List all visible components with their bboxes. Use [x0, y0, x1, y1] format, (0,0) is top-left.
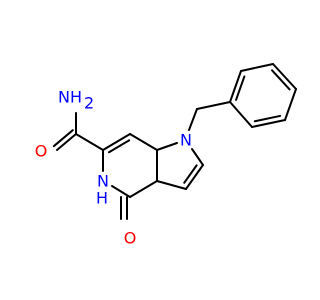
bond-camide-o-inner	[52, 129, 74, 148]
bonds	[52, 63, 297, 220]
bond-c3a-c4	[129, 180, 158, 198]
bond-b4-b5	[272, 63, 297, 90]
bond-camide-o	[56, 133, 77, 151]
bond-b6-b1	[229, 70, 242, 103]
bond-c7-c7a	[129, 133, 158, 151]
bond-n1-c2	[191, 148, 204, 166]
bond-b5-b6	[240, 63, 274, 72]
bond-n1-ch2	[188, 108, 198, 131]
bond-c6-c7-inner	[107, 139, 131, 154]
amide-nh2-subscript: 2	[84, 94, 94, 113]
bond-c2-c3	[185, 164, 204, 190]
bond-b1-b2	[229, 101, 253, 128]
bond-c3-c3a	[156, 180, 187, 190]
bond-c4-n5	[111, 185, 131, 198]
amide-nh2-label: NH	[58, 88, 82, 107]
bond-c6-c7	[102, 133, 131, 151]
bond-b3-b4	[284, 88, 297, 121]
bond-ch2-ring	[196, 101, 231, 110]
pyrrole-n-label: N	[180, 131, 192, 150]
bond-b6-b1-inner	[235, 75, 246, 101]
bond-b2-b3	[251, 119, 286, 128]
ring-nh-n-label: N	[97, 172, 109, 191]
amide-oxygen-label: O	[35, 142, 48, 161]
ring-nh-h-label: H	[96, 189, 108, 208]
bond-c7a-n1	[156, 142, 178, 151]
bond-b4-b5-inner	[271, 69, 291, 91]
bond-b2-b3-inner	[253, 114, 282, 123]
carbonyl-oxygen-label: O	[124, 229, 137, 248]
bond-c2-c3-inner	[183, 164, 198, 184]
bond-c6-camide	[75, 133, 104, 151]
